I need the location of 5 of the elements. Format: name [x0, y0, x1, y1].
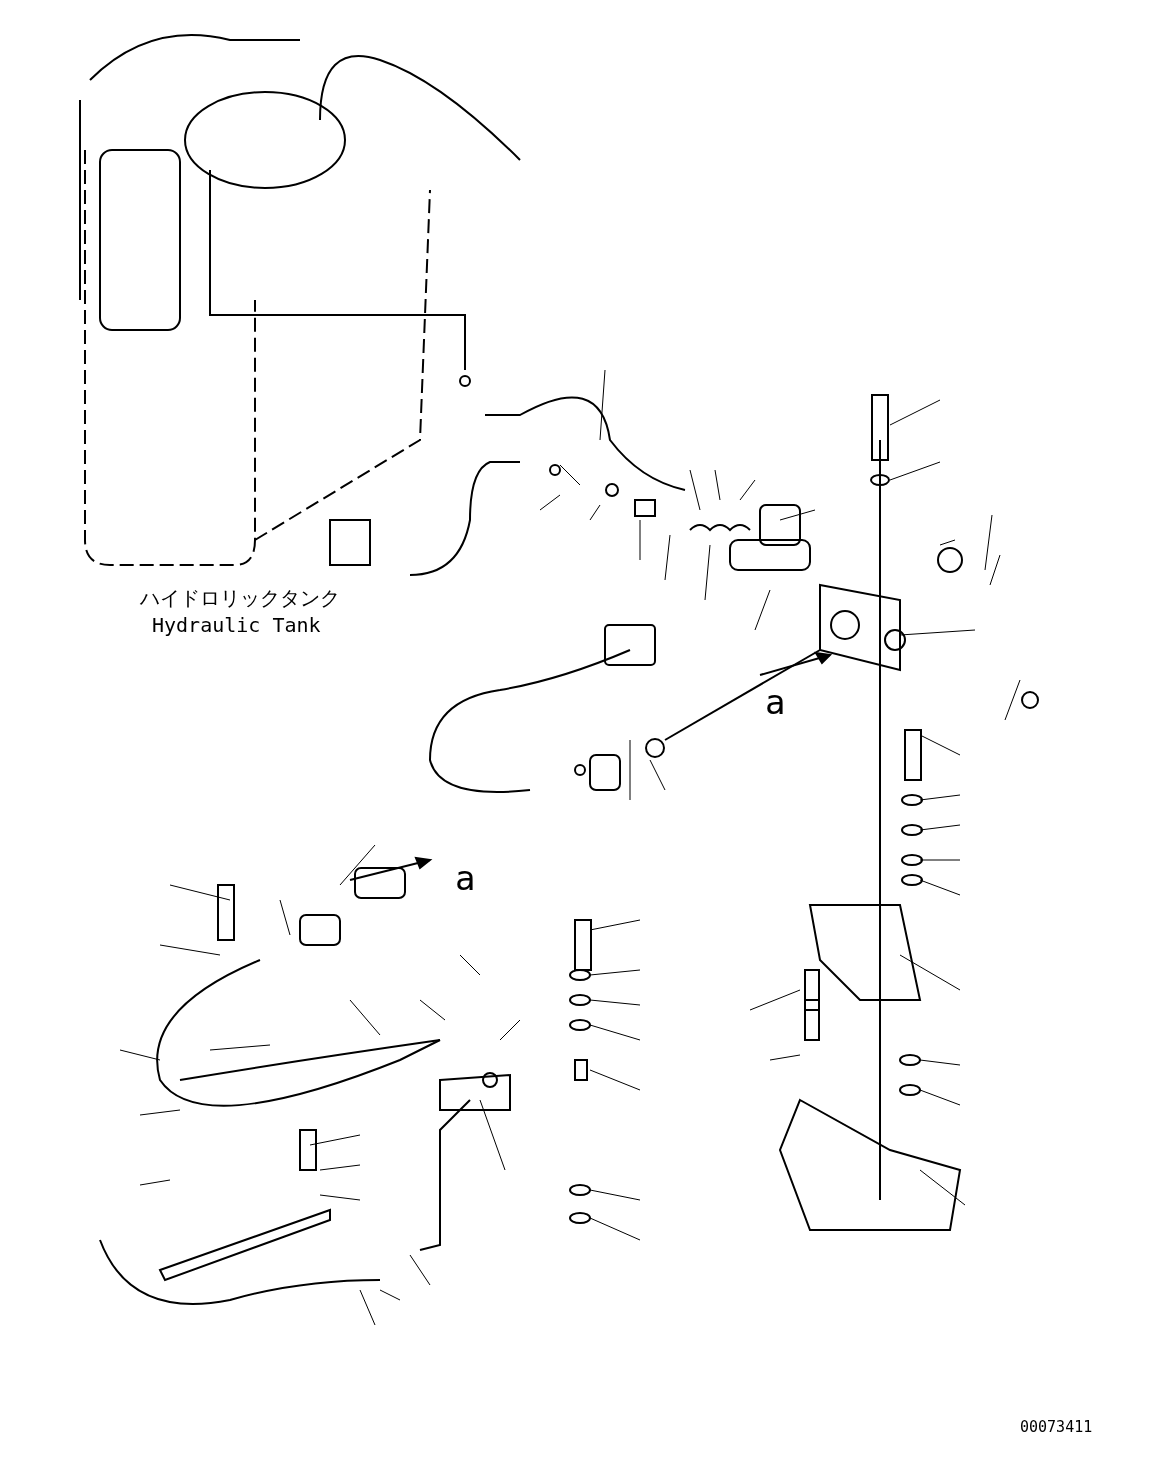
- part-name: ハイドロリックタンク: [140, 585, 340, 612]
- view-letter: a: [765, 682, 786, 722]
- drawing-number: 00073411: [1020, 1418, 1093, 1436]
- view-letter: a: [455, 858, 476, 898]
- part-name: Hydraulic Tank: [152, 613, 321, 637]
